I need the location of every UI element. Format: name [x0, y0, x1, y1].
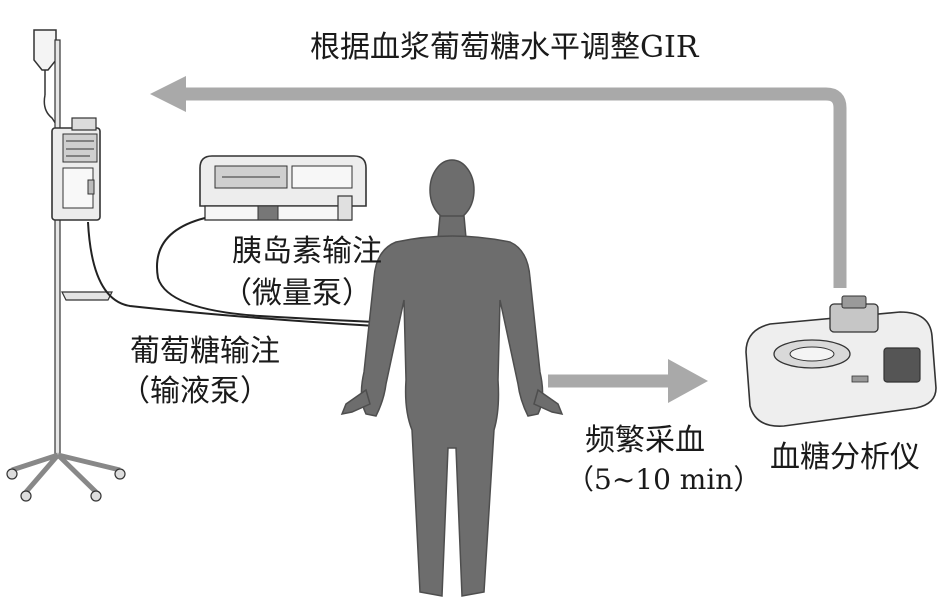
glucose-tubing: [87, 221, 377, 327]
glucose-analyzer-icon: [745, 295, 937, 427]
syringe-pump-icon: [199, 155, 367, 221]
human-silhouette-icon: [340, 159, 564, 597]
glucose-infusion-label: 葡萄糖输注: [130, 334, 280, 369]
iv-stand-icon: [6, 29, 126, 502]
glucose-pump-label: （输液泵）: [120, 374, 270, 409]
feedback-arrow: [150, 76, 847, 288]
sampling-label: 频繁采血: [585, 423, 705, 458]
analyzer-label: 血糖分析仪: [770, 440, 920, 475]
insulin-infusion-label: 胰岛素输注: [232, 234, 382, 269]
insulin-pump-label: （微量泵）: [222, 276, 372, 311]
feedback-label: 根据血浆葡萄糖水平调整GIR: [310, 30, 699, 65]
sampling-arrow: [548, 359, 708, 403]
sampling-interval-label: （5~10 min）: [566, 463, 762, 496]
insulin-tubing: [156, 217, 377, 323]
